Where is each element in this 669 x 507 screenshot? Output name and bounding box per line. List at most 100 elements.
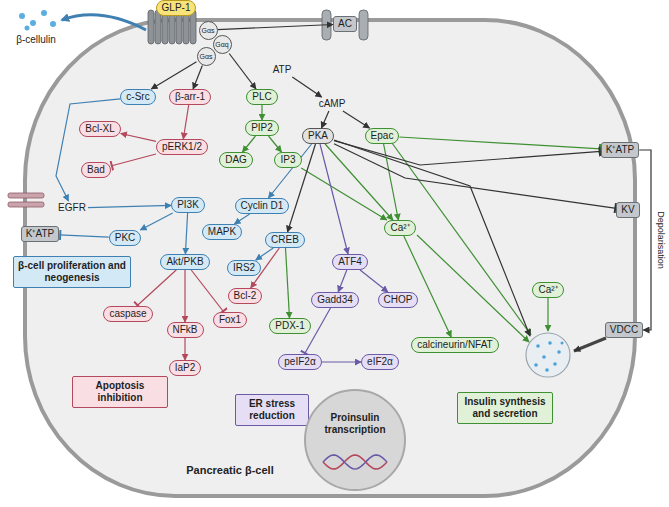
- molecule-label: β-cellulin: [14, 33, 58, 47]
- activation-connector: [269, 136, 282, 152]
- activation-connector: [243, 136, 256, 152]
- node-text: Ca²⁺: [538, 284, 557, 296]
- insulin-node: Epac: [365, 128, 400, 144]
- inhibition-connector: [305, 308, 331, 354]
- membrane-channel: K⁺ATP: [601, 142, 639, 158]
- node-text: cAMP: [319, 98, 346, 110]
- node-text: Epac: [371, 130, 394, 142]
- apoptosis-node: pERK1/2: [156, 139, 208, 155]
- signal-node: PI3K: [171, 197, 205, 213]
- molecule-label: cAMP: [317, 97, 348, 111]
- ligand-node: GLP-1: [156, 0, 197, 16]
- apoptosis-node: NFkB: [167, 322, 204, 338]
- node-text: K⁺ATP: [606, 144, 634, 156]
- node-text: β-cellulin: [16, 34, 56, 46]
- g-protein: Gαq: [213, 35, 232, 54]
- node-text: c-Src: [126, 91, 149, 103]
- er-stress-node: Gadd34: [311, 292, 359, 308]
- apoptosis-node: caspase: [103, 306, 152, 322]
- activation-connector: [185, 213, 187, 254]
- node-text: PKA: [308, 130, 328, 142]
- activation-connector: [184, 338, 185, 360]
- node-text: Bad: [87, 164, 105, 176]
- activation-connector: [183, 105, 188, 139]
- node-text: IRS2: [233, 262, 255, 274]
- activation-connector: [234, 214, 249, 224]
- inhibition-connector: [137, 270, 176, 306]
- node-text: Gαs: [200, 22, 217, 39]
- node-text: EGFR: [58, 202, 86, 214]
- node-text: pERK1/2: [162, 141, 202, 153]
- node-text: Apoptosis inhibition: [77, 380, 163, 404]
- activation-connector: [229, 54, 256, 90]
- apoptosis-node: Bad: [81, 162, 111, 178]
- activation-connector: [360, 270, 388, 292]
- calcium-influx-arrow: [574, 338, 606, 351]
- node-text: PKC: [115, 232, 136, 244]
- node-text: PI3K: [177, 199, 199, 211]
- insulin-node: Ca²⁺: [384, 220, 415, 236]
- node-text: Akt/PKB: [166, 256, 203, 268]
- insulin-node: IP3: [274, 152, 301, 168]
- node-text: Proinsulin transcription: [317, 412, 393, 436]
- node-text: Gαs: [198, 48, 215, 65]
- node-text: MAPK: [208, 226, 236, 238]
- molecule-label: ATP: [271, 63, 294, 77]
- activation-connector: [322, 361, 361, 362]
- membrane-channel: K⁺ATP: [21, 226, 59, 242]
- nucleus-membrane: [305, 390, 405, 490]
- beta-cellulin-dots: [19, 10, 56, 31]
- membrane-channel: KV: [616, 202, 639, 218]
- signal-node: Akt/PKB: [160, 254, 209, 270]
- signal-node: IRS2: [227, 260, 261, 276]
- node-text: PDX-1: [275, 320, 304, 332]
- release-arrow: [62, 15, 146, 30]
- inhibition-connector: [334, 144, 616, 209]
- activation-connector: [121, 134, 156, 142]
- outcome-box: ER stress reduction: [235, 394, 309, 426]
- node-text: Insulin synthesis and secretion: [462, 396, 548, 420]
- activation-connector: [251, 248, 280, 288]
- activation-connector: [218, 25, 334, 30]
- node-text: CHOP: [384, 294, 413, 306]
- apoptosis-node: β-arr-1: [169, 89, 211, 105]
- inhibition-connector: [111, 154, 156, 166]
- secretion-arrow: [417, 235, 529, 342]
- activation-connector: [193, 66, 202, 90]
- node-text: GLP-1: [162, 2, 191, 14]
- insulin-node: calcineurin/NFAT: [411, 337, 498, 353]
- insulin-node: PLC: [246, 89, 277, 105]
- egfr-receptor: [8, 193, 44, 207]
- edge-label: Depolarisation: [656, 211, 666, 269]
- dna-strand: [323, 455, 387, 469]
- activation-connector: [301, 168, 387, 220]
- node-text: DAG: [225, 154, 247, 166]
- node-text: Bcl-2: [234, 290, 257, 302]
- membrane-channel: AC: [333, 16, 357, 32]
- insulin-node: DAG: [219, 152, 253, 168]
- secretion-arrow: [392, 143, 531, 335]
- node-text: Ca²⁺: [390, 222, 409, 234]
- node-text: K⁺ATP: [26, 228, 54, 240]
- activation-connector: [286, 248, 290, 318]
- node-text: KV: [621, 204, 634, 216]
- signal-node: Cyclin D1: [235, 198, 290, 214]
- insulin-node: Ca²⁺: [532, 282, 563, 298]
- inhibition-connector: [191, 270, 224, 312]
- inhibition-connector: [59, 235, 108, 237]
- node-text: ATF4: [338, 256, 362, 268]
- activation-connector: [322, 111, 329, 128]
- node-text: PLC: [252, 91, 271, 103]
- membrane-channel: VDCC: [605, 322, 643, 338]
- node-text: PIP2: [251, 122, 273, 134]
- molecule-label: EGFR: [56, 201, 88, 215]
- g-protein: Gαs: [199, 21, 218, 40]
- node-text: NFkB: [173, 324, 198, 336]
- secretion-arrow: [334, 140, 530, 336]
- node-text: caspase: [109, 308, 146, 320]
- node-text: β-cell proliferation and neogenesis: [18, 260, 126, 284]
- node-text: IaP2: [175, 362, 196, 374]
- activation-connector: [256, 248, 274, 260]
- activation-connector: [343, 111, 370, 128]
- activation-connector: [151, 62, 196, 89]
